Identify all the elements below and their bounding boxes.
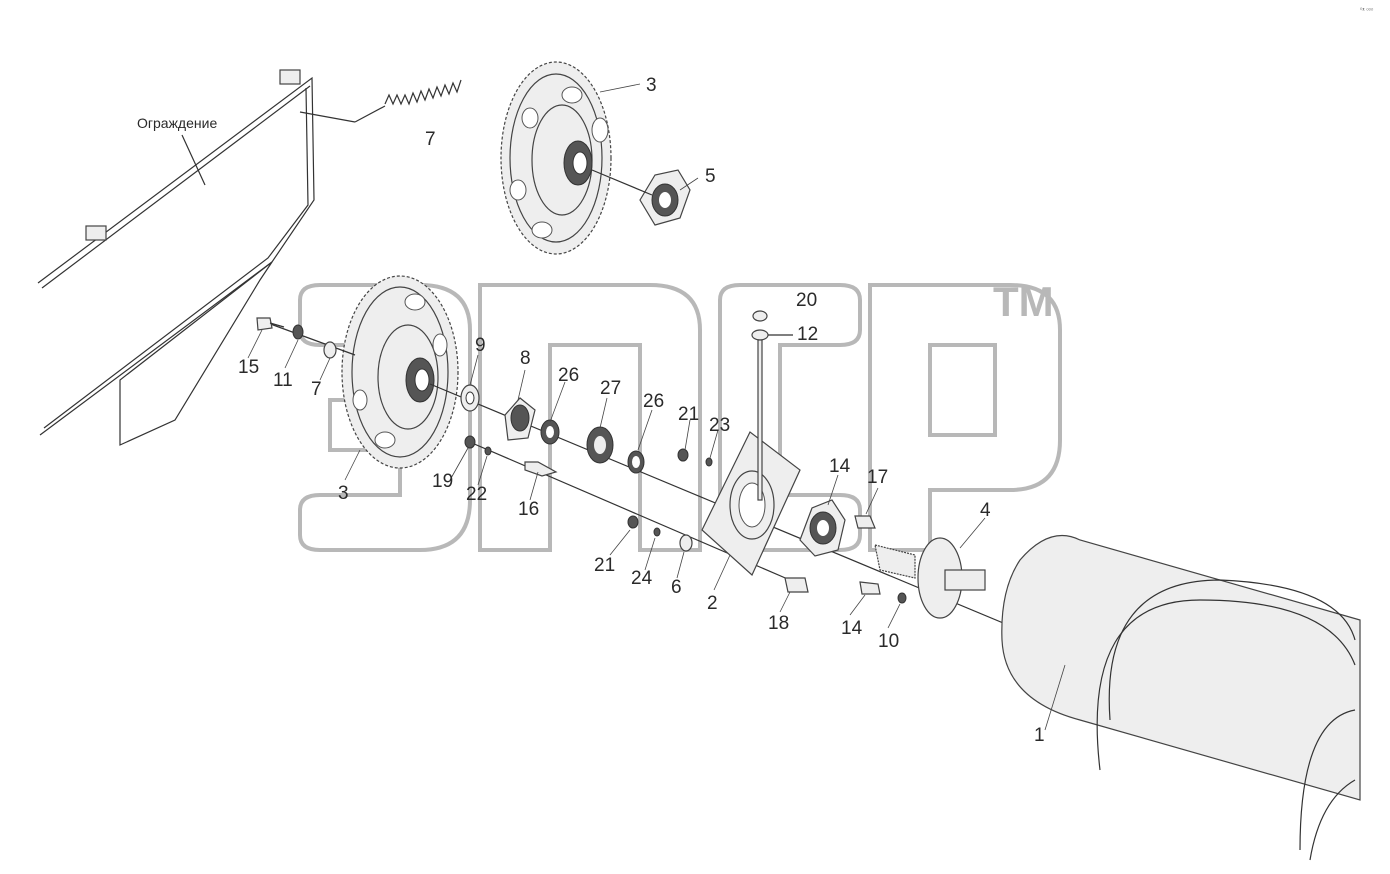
trademark-mark: TM xyxy=(993,278,1054,325)
callout-21-mid: 21 xyxy=(678,404,699,425)
callout-6: 6 xyxy=(671,577,682,598)
callout-26-first: 26 xyxy=(558,365,579,386)
callout-labels: 3 7 5 20 12 15 11 7 9 8 26 27 26 21 23 3… xyxy=(238,75,1045,746)
leader-lines xyxy=(247,83,1066,731)
callout-2: 2 xyxy=(707,593,718,614)
callout-23: 22 xyxy=(466,484,487,505)
flange-shaft xyxy=(859,537,986,619)
callout-18: 17 xyxy=(867,467,888,488)
callout-1: 1 xyxy=(1034,725,1045,746)
callout-27: 27 xyxy=(600,378,621,399)
callout-9: 8 xyxy=(520,348,531,369)
guard-label: Ограждение xyxy=(137,115,217,131)
callout-4: 4 xyxy=(980,500,991,521)
callout-16: 15 xyxy=(238,357,259,378)
callout-15: 14 xyxy=(829,456,851,477)
upper-sprocket xyxy=(500,61,612,255)
bolt-rod xyxy=(751,310,793,501)
callout-24: 23 xyxy=(709,415,730,436)
callout-10: 9 xyxy=(475,335,486,356)
callout-17: 16 xyxy=(518,499,539,520)
callout-3-lower: 3 xyxy=(338,483,349,504)
callout-8: 7 xyxy=(311,379,322,400)
callout-7: 7 xyxy=(425,129,436,150)
callout-19: 18 xyxy=(768,613,789,634)
spring-part xyxy=(354,79,462,123)
callout-3-upper: 3 xyxy=(646,75,657,96)
callout-21-top: 20 xyxy=(796,290,817,311)
mounting-plate xyxy=(701,431,801,576)
callout-13: 12 xyxy=(797,324,818,345)
flange-bearing-upper xyxy=(591,169,691,226)
auger-screw xyxy=(1001,534,1361,861)
flange-bearing-lower xyxy=(784,499,876,593)
callout-5: 5 xyxy=(705,166,716,187)
callout-25: 24 xyxy=(631,568,653,589)
callout-12: 11 xyxy=(273,370,293,391)
small-parts-left xyxy=(256,317,713,552)
lower-sprocket xyxy=(341,275,459,469)
callout-22: 21 xyxy=(594,555,615,576)
callout-20: 19 xyxy=(432,471,453,492)
guard-panel: Ограждение xyxy=(37,69,356,446)
corner-mark: ⁰ᵜ ᵒᵒᵒ xyxy=(1360,7,1374,14)
callout-11: 10 xyxy=(878,631,899,652)
callout-14: 14 xyxy=(841,618,863,639)
callout-26-second: 26 xyxy=(643,391,664,412)
